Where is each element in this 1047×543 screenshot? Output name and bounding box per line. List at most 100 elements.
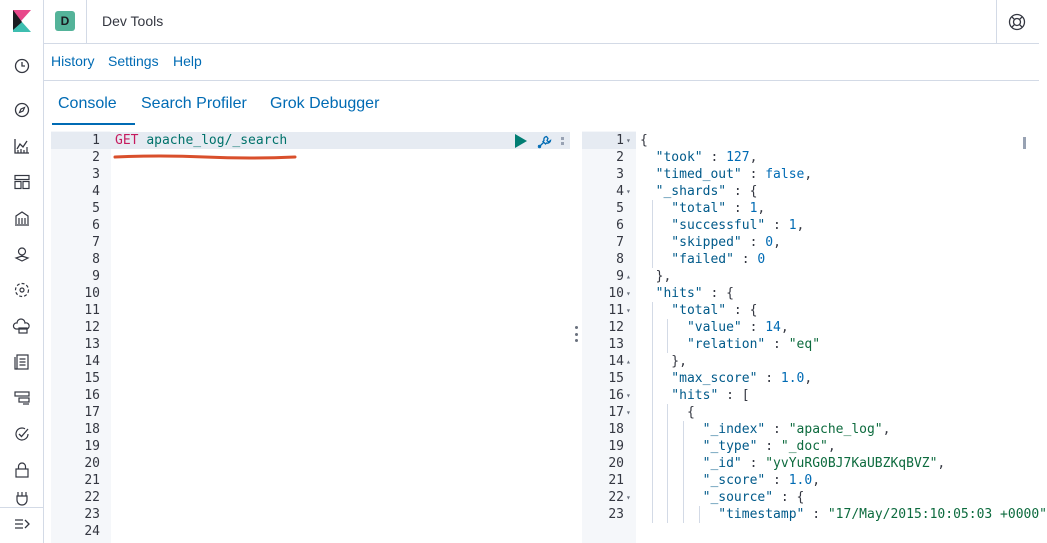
fold-open-icon[interactable]: ▾ xyxy=(626,136,631,145)
uptime-icon[interactable] xyxy=(12,424,32,444)
response-line-number: 22 xyxy=(608,490,624,505)
json-value: 1.0 xyxy=(780,371,805,386)
response-line-number: 8 xyxy=(616,252,624,267)
response-line[interactable]: "relation" : "eq" xyxy=(640,336,820,353)
request-line-number: 15 xyxy=(84,371,100,386)
indent-guide xyxy=(667,489,669,506)
fold-close-icon[interactable]: ▴ xyxy=(626,357,631,366)
request-line-number: 22 xyxy=(84,490,100,505)
indent-guide xyxy=(667,336,669,353)
response-line[interactable]: "timed_out" : false, xyxy=(640,166,813,183)
response-line[interactable]: }, xyxy=(640,353,687,370)
settings-link[interactable]: Settings xyxy=(108,53,159,69)
visualize-icon[interactable] xyxy=(12,136,32,156)
history-link[interactable]: History xyxy=(51,53,95,69)
tab-console[interactable]: Console xyxy=(58,95,117,112)
indent-guide xyxy=(667,438,669,455)
action-menu-icon[interactable] xyxy=(561,137,564,145)
json-punct: : { xyxy=(773,490,805,505)
response-line[interactable]: { xyxy=(640,404,695,421)
fold-close-icon[interactable]: ▴ xyxy=(626,272,631,281)
clock-icon[interactable] xyxy=(12,56,32,76)
header-bar: D Dev Tools xyxy=(44,0,1039,44)
json-punct: }, xyxy=(640,269,672,284)
response-line[interactable]: "_shards" : { xyxy=(640,183,758,200)
response-line-number: 5 xyxy=(616,201,624,216)
compass-icon[interactable] xyxy=(12,100,32,120)
response-line[interactable]: "failed" : 0 xyxy=(640,251,765,268)
fold-open-icon[interactable]: ▾ xyxy=(626,493,631,502)
response-line[interactable]: "_id" : "yvYuRG0BJ7KaUBZKqBVZ", xyxy=(640,455,946,472)
response-line-number: 11 xyxy=(608,303,624,318)
kibana-logo[interactable] xyxy=(11,10,33,32)
logs-icon[interactable] xyxy=(12,352,32,372)
indent-guide xyxy=(667,319,669,336)
security-icon[interactable] xyxy=(12,460,32,480)
request-gutter xyxy=(51,131,111,543)
response-line-number: 15 xyxy=(608,371,624,386)
response-line[interactable]: "value" : 14, xyxy=(640,319,789,336)
help-lifebuoy-icon[interactable] xyxy=(1008,13,1026,31)
response-line-number: 10 xyxy=(608,286,624,301)
dashboard-icon[interactable] xyxy=(12,172,32,192)
wrench-icon[interactable] xyxy=(536,134,552,150)
response-line[interactable]: "_score" : 1.0, xyxy=(640,472,820,489)
indent-guide xyxy=(683,438,685,455)
indent-guide xyxy=(667,472,669,489)
maps-icon[interactable] xyxy=(12,244,32,264)
play-icon[interactable] xyxy=(514,134,528,148)
response-line[interactable]: "_source" : { xyxy=(640,489,805,506)
collapse-icon[interactable] xyxy=(12,514,32,534)
response-line[interactable]: "took" : 127, xyxy=(640,149,758,166)
apm-icon[interactable] xyxy=(12,388,32,408)
request-line-number: 5 xyxy=(92,201,100,216)
json-key: "total" xyxy=(640,303,727,318)
json-key: "relation" xyxy=(640,337,766,352)
space-avatar[interactable]: D xyxy=(55,11,75,31)
response-line-number: 20 xyxy=(608,456,624,471)
request-line-number: 10 xyxy=(84,286,100,301)
response-line[interactable]: "skipped" : 0, xyxy=(640,234,781,251)
request-line-number: 4 xyxy=(92,184,100,199)
response-line[interactable]: "timestamp" : "17/May/2015:10:05:03 +000… xyxy=(640,506,1047,523)
response-line-number: 14 xyxy=(608,354,624,369)
fold-open-icon[interactable]: ▾ xyxy=(626,289,631,298)
fold-open-icon[interactable]: ▾ xyxy=(626,187,631,196)
json-value: 1 xyxy=(749,201,758,216)
response-line[interactable]: "successful" : 1, xyxy=(640,217,804,234)
annotation-underline xyxy=(113,154,297,160)
response-line[interactable]: "hits" : { xyxy=(640,285,734,302)
request-line-number: 23 xyxy=(84,507,100,522)
fold-open-icon[interactable]: ▾ xyxy=(626,306,631,315)
json-key: "max_score" xyxy=(640,371,758,386)
ml-icon[interactable] xyxy=(12,280,32,300)
response-line[interactable]: "total" : 1, xyxy=(640,200,765,217)
response-line-number: 9 xyxy=(616,269,624,284)
response-line[interactable]: "hits" : [ xyxy=(640,387,749,404)
response-line[interactable]: "_type" : "_doc", xyxy=(640,438,836,455)
response-line-number: 3 xyxy=(616,167,624,182)
response-line[interactable]: }, xyxy=(640,268,672,285)
fold-open-icon[interactable]: ▾ xyxy=(626,391,631,400)
top-menu: History Settings Help xyxy=(44,45,1039,81)
canvas-icon[interactable] xyxy=(12,208,32,228)
response-line-number: 6 xyxy=(616,218,624,233)
dev-tools-icon[interactable] xyxy=(12,492,32,506)
help-link[interactable]: Help xyxy=(173,53,202,69)
pane-resizer-handle[interactable] xyxy=(573,326,579,342)
infrastructure-icon[interactable] xyxy=(12,316,32,336)
response-line[interactable]: "total" : { xyxy=(640,302,757,319)
response-line[interactable]: { xyxy=(640,132,648,149)
fold-open-icon[interactable]: ▾ xyxy=(626,408,631,417)
indent-guide xyxy=(651,251,653,268)
indent-guide xyxy=(698,506,700,523)
request-line-number: 12 xyxy=(84,320,100,335)
response-line[interactable]: "max_score" : 1.0, xyxy=(640,370,812,387)
response-scrollbar[interactable] xyxy=(1023,137,1026,149)
request-line-1[interactable]: GET apache_log/_search xyxy=(115,132,287,149)
tab-grok-debugger[interactable]: Grok Debugger xyxy=(270,95,380,112)
tab-search-profiler[interactable]: Search Profiler xyxy=(141,95,247,112)
response-viewer[interactable]: 1▾{2 "took" : 127,3 "timed_out" : false,… xyxy=(582,131,1047,543)
response-line[interactable]: "_index" : "apache_log", xyxy=(640,421,891,438)
